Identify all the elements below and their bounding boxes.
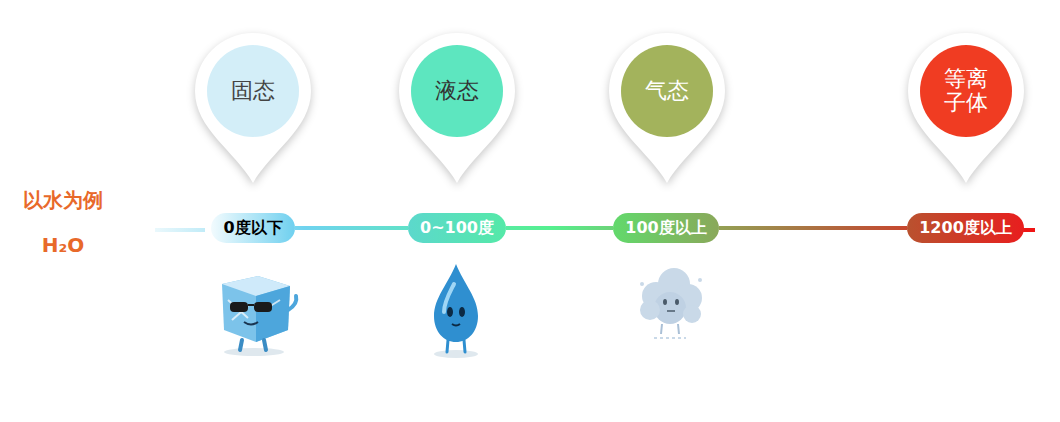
- state-name: 液态: [435, 79, 479, 103]
- timeline-stub: [155, 228, 205, 232]
- temperature-range: 100度以上: [625, 218, 706, 239]
- state-pin: 固态: [193, 33, 313, 185]
- water-drop-icon: [434, 264, 478, 358]
- state-name: 气态: [645, 79, 689, 103]
- state-pin: 液态: [397, 33, 517, 185]
- vapour-cloud-icon: [640, 268, 702, 338]
- temperature-pill: 1200度以上: [907, 213, 1024, 243]
- state-pin: 气态: [607, 33, 727, 185]
- pin-shape: [397, 33, 517, 185]
- timeline-segment: [295, 226, 408, 230]
- state-name: 固态: [231, 79, 275, 103]
- ice-cube-icon: [222, 276, 296, 356]
- side-label: 以水为例: [23, 187, 103, 214]
- temperature-pill: 0~100度: [408, 213, 506, 243]
- timeline-segment: [719, 226, 907, 230]
- temperature-pill: 0度以下: [211, 213, 295, 243]
- temperature-range: 1200度以上: [919, 218, 1012, 239]
- pin-shape: [607, 33, 727, 185]
- temperature-pill: 100度以上: [613, 213, 719, 243]
- temperature-range: 0度以下: [223, 218, 282, 239]
- temperature-range: 0~100度: [420, 218, 494, 239]
- side-label: H₂O: [42, 233, 85, 257]
- pin-shape: [193, 33, 313, 185]
- state-pin: 等离子体: [906, 33, 1026, 185]
- state-name: 等离子体: [943, 67, 989, 115]
- timeline-segment: [506, 226, 613, 230]
